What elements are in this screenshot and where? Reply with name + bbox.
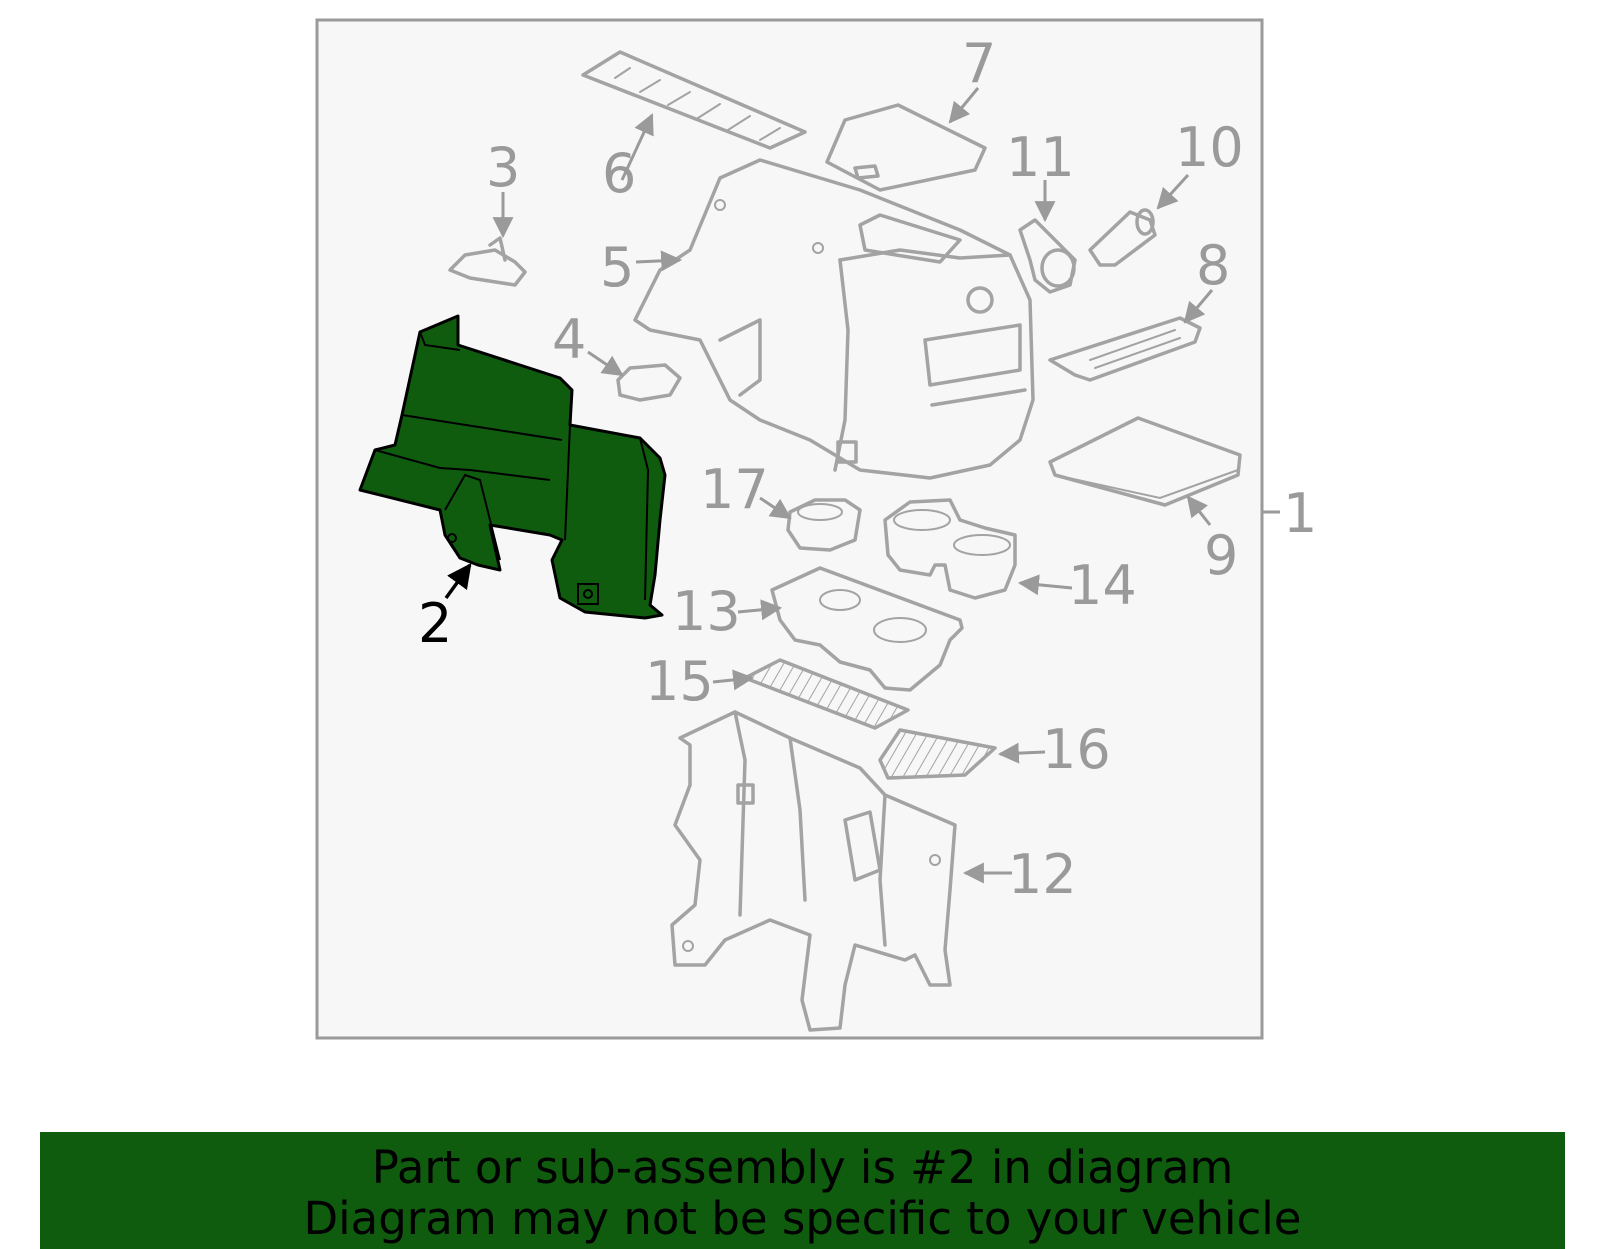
- part-16-mat: [878, 728, 997, 780]
- callout-11: 11: [1006, 126, 1075, 189]
- callout-3: 3: [486, 136, 520, 199]
- part-4-knob: [616, 363, 682, 402]
- leader-4: [587, 350, 624, 377]
- leader-15: [712, 669, 755, 691]
- callout-2: 2: [418, 592, 452, 655]
- banner-line-disclaimer: Diagram may not be specific to your vehi…: [303, 1192, 1302, 1245]
- leader-2: [444, 563, 472, 600]
- leader-6: [620, 113, 654, 181]
- part-10-lighter: [1088, 208, 1157, 267]
- leader-17: [759, 496, 792, 520]
- info-banner: Part or sub-assembly is #2 in diagram Di…: [40, 1132, 1565, 1249]
- leader-5: [635, 250, 683, 272]
- leader-9: [1186, 495, 1212, 526]
- part-14-cup-holder: [883, 498, 1017, 600]
- callout-4: 4: [552, 308, 586, 371]
- part-11-holder: [1018, 218, 1077, 294]
- callout-5: 5: [600, 236, 634, 299]
- leader-13: [737, 599, 783, 621]
- part-5-console: [633, 158, 1035, 480]
- part-6-mat: [581, 50, 807, 150]
- leader-14: [1017, 574, 1073, 596]
- part-15-mat: [743, 658, 910, 730]
- part-2-side-panel: [358, 314, 667, 620]
- leader-8: [1183, 289, 1214, 324]
- callout-6: 6: [602, 142, 636, 205]
- parts-diagram: 1 2 3 4 5 6 7 8 9 10 11 12 13 14 15 16 1…: [315, 18, 1317, 1040]
- callout-10: 10: [1175, 116, 1244, 179]
- callout-8: 8: [1196, 234, 1230, 297]
- part-12-bracket: [670, 710, 957, 1032]
- callout-1: 1: [1283, 482, 1317, 545]
- part-13-cup-tray: [770, 566, 964, 692]
- callout-16: 16: [1042, 718, 1111, 781]
- leader-7: [948, 87, 980, 124]
- callout-13: 13: [672, 580, 741, 643]
- part-7-lid: [825, 103, 987, 192]
- part-9-pad: [1048, 416, 1242, 507]
- callout-14: 14: [1068, 554, 1137, 617]
- callout-12: 12: [1008, 843, 1077, 906]
- callout-17: 17: [700, 458, 769, 521]
- leader-10: [1156, 173, 1190, 210]
- callout-9: 9: [1204, 524, 1238, 587]
- callout-15: 15: [645, 650, 714, 713]
- part-17-cup-insert: [786, 498, 862, 552]
- leader-16: [997, 742, 1046, 764]
- callout-7: 7: [962, 32, 996, 95]
- banner-line-part: Part or sub-assembly is #2 in diagram: [371, 1141, 1234, 1194]
- part-8-tray: [1048, 316, 1202, 382]
